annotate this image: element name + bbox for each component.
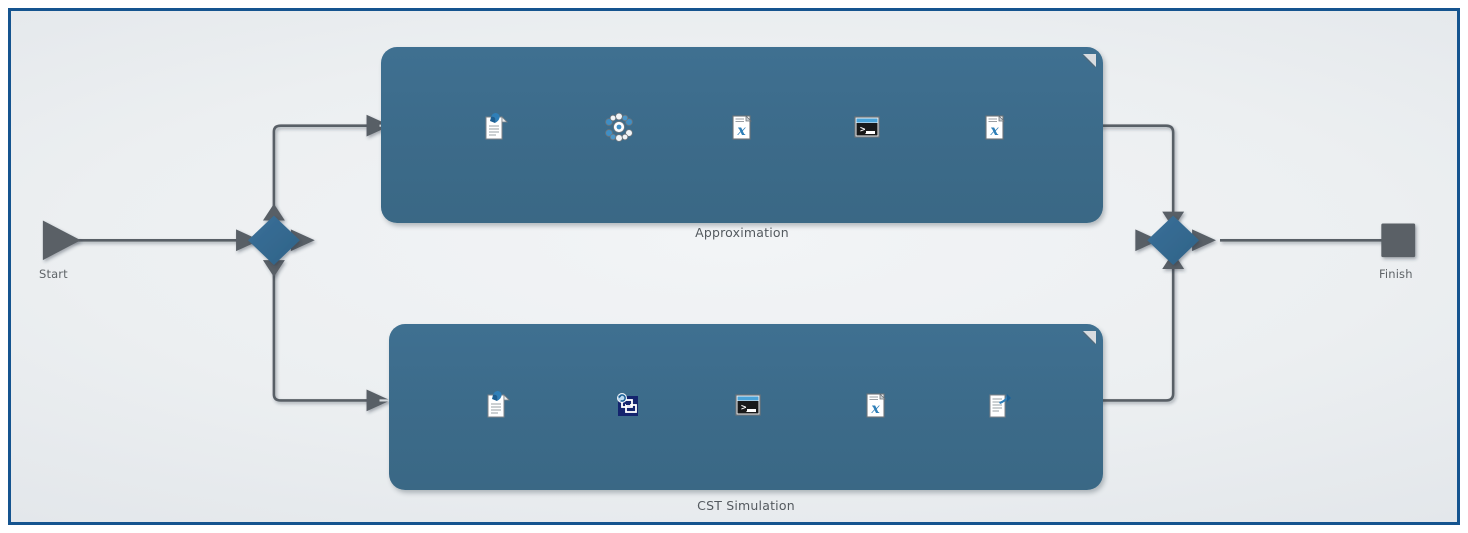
task-icon-terminal-window[interactable]: >_ [853, 115, 881, 139]
start-node[interactable] [42, 220, 81, 261]
arrowhead-into-approximation [366, 114, 391, 137]
task-icon-terminal-window[interactable]: >_ [734, 393, 762, 417]
svg-text:x: x [736, 123, 746, 139]
resize-corner-icon[interactable] [1083, 331, 1096, 344]
flow-approximation-to-join [1094, 124, 1175, 215]
task-icon-cst-studio[interactable] [613, 391, 641, 419]
arrowhead-split-up [262, 203, 285, 221]
task-icon-document-lambda[interactable]: x [863, 390, 889, 420]
task-icon-document-pen[interactable] [482, 112, 508, 142]
svg-text:>_: >_ [860, 125, 871, 135]
split-gateway-node[interactable] [248, 215, 300, 266]
arrowhead-into-cst [366, 389, 391, 412]
task-icon-document-pen[interactable] [484, 390, 510, 420]
svg-text:x: x [989, 123, 999, 139]
panel-cst-simulation-label: CST Simulation [697, 498, 795, 513]
finish-node[interactable] [1381, 223, 1416, 258]
flow-split-to-cst [272, 264, 370, 402]
arrowhead-split-right [290, 229, 315, 252]
task-icon-cluster-nodes[interactable] [604, 112, 634, 142]
arrowhead-split-down [262, 260, 285, 277]
svg-text:>_: >_ [741, 403, 752, 413]
task-icon-document-export[interactable] [986, 390, 1012, 420]
resize-corner-icon[interactable] [1083, 54, 1096, 67]
task-icon-document-lambda[interactable]: x [729, 112, 755, 142]
panel-approximation-label: Approximation [695, 225, 789, 240]
join-gateway-node[interactable] [1147, 215, 1200, 266]
task-icon-document-lambda[interactable]: x [982, 112, 1008, 142]
finish-label: Finish [1379, 267, 1413, 281]
arrowhead-join-right [1192, 229, 1216, 252]
flow-cst-to-join [1094, 266, 1175, 402]
start-label: Start [39, 267, 68, 281]
workflow-canvas[interactable]: Start Finish Approximation [8, 8, 1460, 525]
flow-split-to-approximation [272, 124, 370, 217]
svg-text:x: x [870, 401, 880, 417]
